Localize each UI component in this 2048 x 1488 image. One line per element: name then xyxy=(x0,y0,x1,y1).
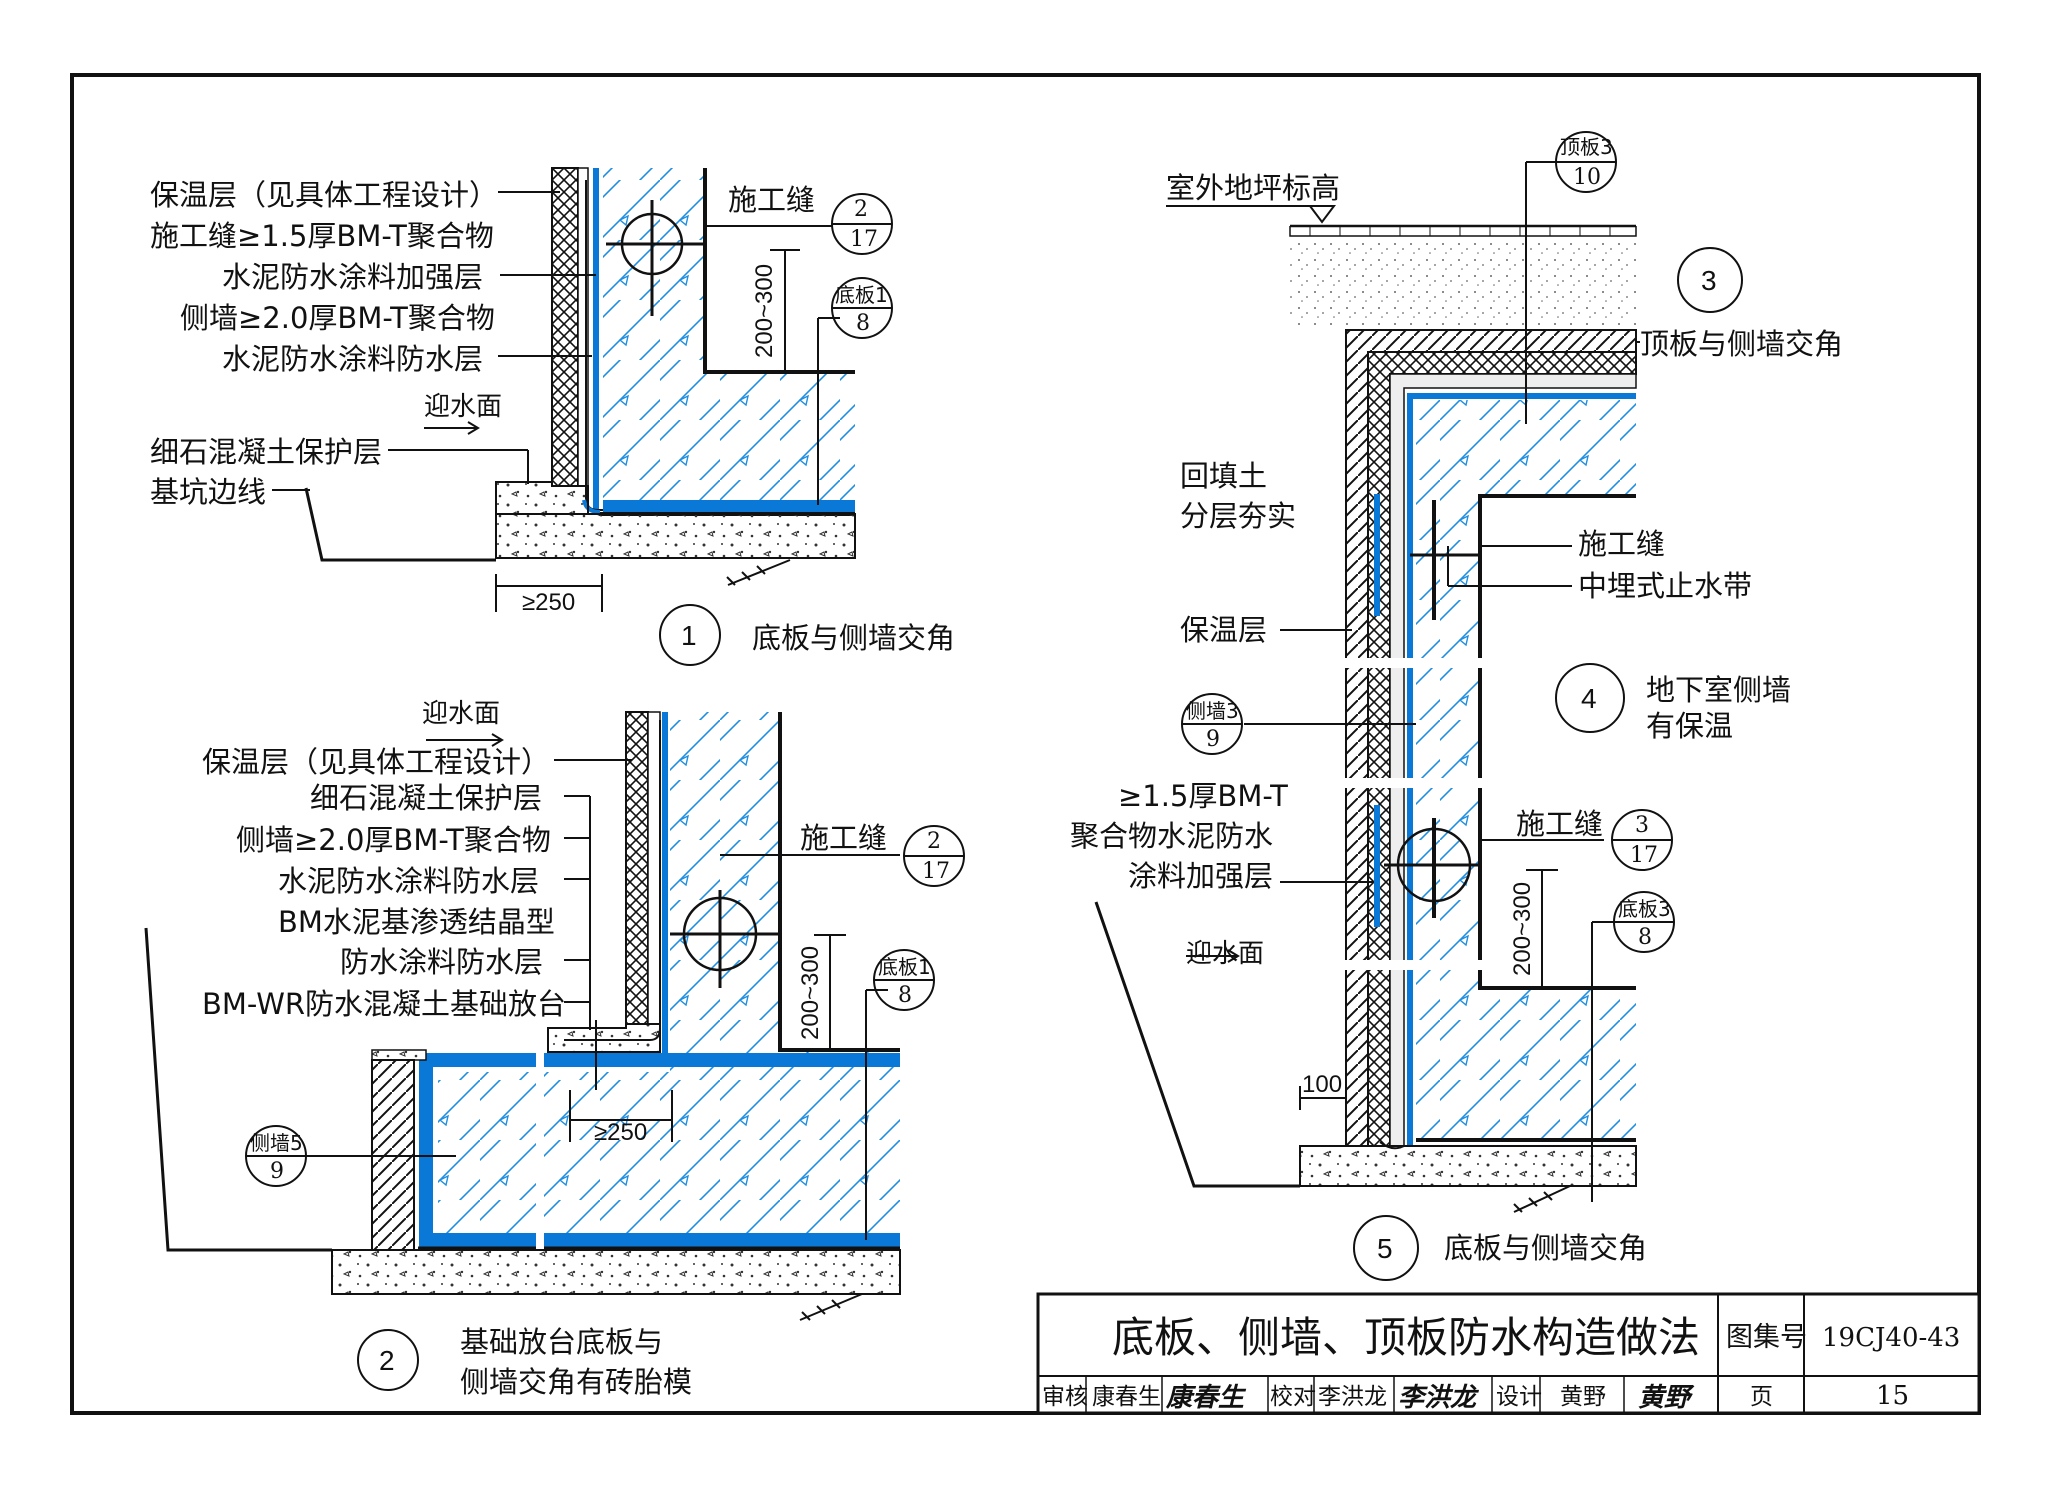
d2-label-facing: 迎水面 xyxy=(422,699,500,729)
d5-dim-200-300: 200~300 xyxy=(1509,882,1536,976)
checker-signature: 李洪龙 xyxy=(1398,1383,1480,1413)
slab-membrane xyxy=(603,500,855,514)
d4-caption-1: 地下室侧墙 xyxy=(1646,673,1791,707)
d2-label-protect: 细石混凝土保护层 xyxy=(310,781,542,815)
wall-membrane xyxy=(593,168,599,514)
d5-joint-label: 施工缝 xyxy=(1516,807,1603,841)
d1-circle-no: 1 xyxy=(681,620,697,651)
structural-concrete xyxy=(603,168,855,500)
d1-label-facing: 迎水面 xyxy=(424,392,502,422)
title-block-design-label: 设计 xyxy=(1496,1384,1542,1410)
d1-label-wall-membrane: 侧墙≥2.0厚BM-T聚合物 xyxy=(180,301,495,335)
d5-ref-joint-top: 3 xyxy=(1635,813,1649,838)
d4-reinforce-2: 聚合物水泥防水 xyxy=(1070,819,1273,853)
d1-label-insulation: 保温层（见具体工程设计） xyxy=(150,178,498,212)
d4-waterstop-label: 中埋式止水带 xyxy=(1578,569,1752,603)
detail-3-4-5 xyxy=(1094,131,1743,1281)
d1-joint-label: 施工缝 xyxy=(728,183,815,217)
d5-facing: 迎水面 xyxy=(1186,939,1264,969)
d5-caption: 底板与侧墙交角 xyxy=(1444,1231,1647,1265)
d2-label-coating: 防水涂料防水层 xyxy=(340,945,543,979)
d5-ref-slab-bottom: 8 xyxy=(1638,925,1652,950)
d3-ref-top-top: 顶板3 xyxy=(1560,135,1613,159)
d4-backfill-1: 回填土 xyxy=(1180,459,1267,493)
title-block-page-no: 15 xyxy=(1876,1381,1909,1411)
title-block-page-label: 页 xyxy=(1750,1384,1773,1410)
d4-backfill-2: 分层夯实 xyxy=(1180,499,1296,533)
sheet-border xyxy=(70,73,1981,1415)
title-block-check-label: 校对 xyxy=(1270,1384,1316,1410)
d1-label-joint-membrane: 施工缝≥1.5厚BM-T聚合物 xyxy=(150,219,494,253)
d2-label-crystalline: BM水泥基渗透结晶型 xyxy=(278,905,555,939)
base-concrete xyxy=(495,513,856,559)
d2-ref-slab-bottom: 8 xyxy=(898,983,912,1008)
d3-circle-no: 3 xyxy=(1701,265,1717,296)
d2-dim-200-300: 200~300 xyxy=(797,946,824,1040)
d2-ref-wall-bottom: 9 xyxy=(270,1159,284,1184)
d1-label-waterproof: 水泥防水涂料防水层 xyxy=(222,342,483,376)
d1-ref-slab-bottom: 8 xyxy=(856,311,870,336)
d2-label-footing: BM-WR防水混凝土基础放台 xyxy=(202,987,566,1021)
d1-ref-joint-top: 2 xyxy=(854,197,868,222)
title-block-review-label: 审核 xyxy=(1042,1384,1088,1410)
d4-reinforce-1: ≥1.5厚BM-T xyxy=(1118,779,1288,813)
d4-ref-wall-bottom: 9 xyxy=(1206,727,1220,752)
d5-circle-no: 5 xyxy=(1377,1233,1393,1264)
d3-ref-top-bottom: 10 xyxy=(1573,165,1601,190)
insulation-layer xyxy=(551,167,579,487)
d2-ref-joint-top: 2 xyxy=(927,829,941,854)
d4-joint-label: 施工缝 xyxy=(1578,527,1665,561)
d3-outdoor-label: 室外地坪标高 xyxy=(1166,171,1340,205)
title-block-atlas-no: 19CJ40-43 xyxy=(1822,1323,1960,1353)
title-block-reviewer: 康春生 xyxy=(1092,1384,1161,1410)
reviewer-signature: 康春生 xyxy=(1165,1383,1247,1413)
title-block-designer: 黄野 xyxy=(1560,1384,1606,1410)
detail-2 xyxy=(144,711,965,1391)
title-block-atlas-label: 图集号 xyxy=(1726,1322,1807,1353)
d2-label-insulation: 保温层（见具体工程设计） xyxy=(202,745,550,779)
d4-insulation-label: 保温层 xyxy=(1180,613,1267,647)
d4-circle-no: 4 xyxy=(1581,683,1597,714)
title-block xyxy=(1036,1292,1981,1415)
d2-caption-1: 基础放台底板与 xyxy=(460,1325,663,1359)
d2-ref-joint-bottom: 17 xyxy=(922,859,950,884)
d1-dim-200-300: 200~300 xyxy=(751,264,778,358)
excavation-line xyxy=(304,487,496,562)
d4-caption-2: 有保温 xyxy=(1646,709,1733,743)
d1-label-pit-edge: 基坑边线 xyxy=(150,475,266,509)
title-block-checker: 李洪龙 xyxy=(1318,1384,1387,1410)
detail-1 xyxy=(272,167,893,666)
title-block-title: 底板、侧墙、顶板防水构造做法 xyxy=(1112,1313,1700,1362)
d4-reinforce-3: 涂料加强层 xyxy=(1128,859,1273,893)
designer-signature: 黄野 xyxy=(1638,1383,1695,1413)
d1-ref-slab-top: 底板1 xyxy=(835,283,888,307)
d4-ref-wall-top: 侧墙3 xyxy=(1186,699,1239,723)
d5-dim-100: 100 xyxy=(1302,1071,1342,1098)
d1-dim-250: ≥250 xyxy=(522,589,575,616)
d5-ref-slab-top: 底板3 xyxy=(1618,897,1671,921)
d1-ref-joint-bottom: 17 xyxy=(850,227,878,252)
d5-ref-joint-bottom: 17 xyxy=(1630,843,1658,868)
d1-label-reinforce: 水泥防水涂料加强层 xyxy=(222,260,483,294)
d2-label-wall-membrane: 侧墙≥2.0厚BM-T聚合物 xyxy=(236,823,551,857)
d1-label-protect: 细石混凝土保护层 xyxy=(150,435,382,469)
d2-label-waterproof: 水泥防水涂料防水层 xyxy=(278,864,539,898)
d2-dim-250: ≥250 xyxy=(594,1119,647,1146)
d2-caption-2: 侧墙交角有砖胎模 xyxy=(460,1365,692,1399)
d2-ref-wall-top: 侧墙5 xyxy=(250,1131,303,1155)
d3-caption: 顶板与侧墙交角 xyxy=(1640,327,1843,361)
d2-ref-slab-top: 底板1 xyxy=(878,955,931,979)
d1-caption: 底板与侧墙交角 xyxy=(752,621,955,655)
d2-joint-label: 施工缝 xyxy=(800,821,887,855)
d2-circle-no: 2 xyxy=(379,1345,395,1376)
